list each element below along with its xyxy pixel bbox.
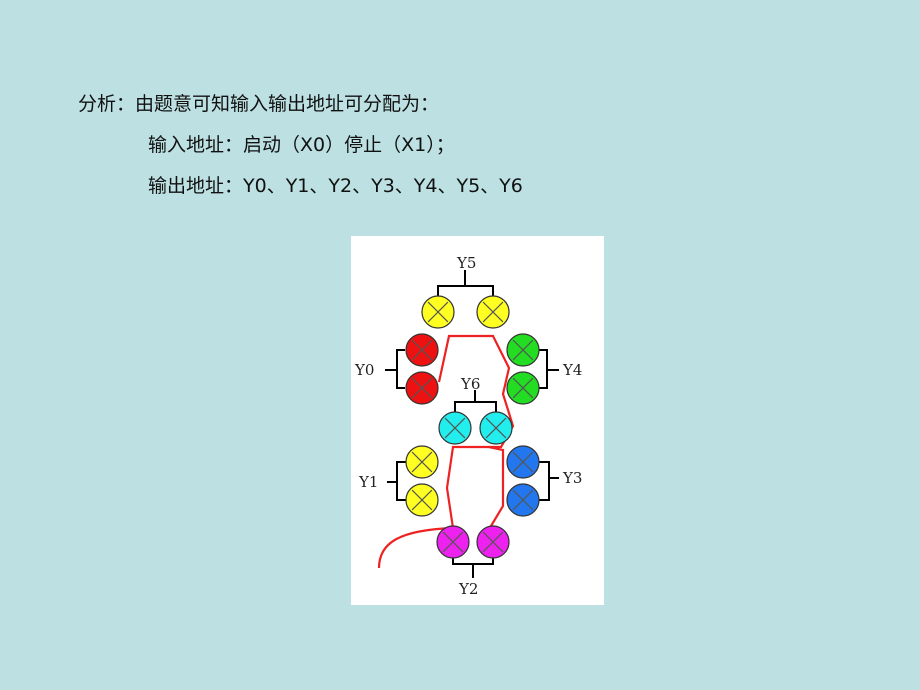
output-address-line: 输出地址：Y0、Y1、Y2、Y3、Y4、Y5、Y6 xyxy=(148,175,523,197)
y1-bracket xyxy=(387,461,407,501)
analysis-line: 分析：由题意可知输入输出地址可分配为： xyxy=(78,93,440,115)
wiring-brackets xyxy=(385,270,559,578)
lamp-cross-icon xyxy=(427,301,449,323)
y5-bracket xyxy=(437,270,494,296)
lamp-y4-2 xyxy=(506,371,540,405)
lamp-cross-icon xyxy=(512,451,534,473)
lamp-diagram-svg: Y5 Y0 Y4 Y6 Y1 Y3 Y2 xyxy=(354,254,582,598)
label-y2: Y2 xyxy=(458,580,478,598)
lamp-y6-2 xyxy=(479,411,513,445)
label-y1: Y1 xyxy=(358,473,378,491)
lamp-cross-icon xyxy=(512,339,534,361)
y3-bracket xyxy=(539,461,559,501)
red-track xyxy=(377,334,515,569)
lamp-y1-2 xyxy=(405,483,439,517)
lamp-y6-1 xyxy=(438,411,472,445)
lamp-cross-icon xyxy=(482,301,504,323)
label-y6: Y6 xyxy=(460,375,480,393)
lamp-diagram: Y5 Y0 Y4 Y6 Y1 Y3 Y2 xyxy=(351,236,604,605)
lamp-cross-icon xyxy=(482,531,504,553)
lamp-cross-icon xyxy=(444,417,466,439)
lamp-y2-2 xyxy=(476,525,510,559)
lamp-y3-2 xyxy=(506,483,540,517)
y2-bracket xyxy=(452,554,494,578)
track-segment-right xyxy=(488,445,505,527)
lamp-cross-icon xyxy=(512,489,534,511)
lamp-y0-2 xyxy=(405,371,439,405)
lamp-y5-1 xyxy=(421,295,455,329)
lamp-cross-icon xyxy=(411,451,433,473)
lamp-y5-2 xyxy=(476,295,510,329)
label-y3: Y3 xyxy=(562,469,582,487)
label-y5: Y5 xyxy=(456,254,476,272)
lamp-cross-icon xyxy=(411,339,433,361)
lamp-cross-icon xyxy=(411,489,433,511)
track-segment-top xyxy=(377,334,515,569)
lamp-y2-1 xyxy=(436,525,470,559)
lamp-cross-icon xyxy=(411,377,433,399)
y4-bracket xyxy=(539,349,559,389)
lamp-y0-1 xyxy=(405,333,439,367)
input-address-line: 输入地址：启动（X0）停止（X1）； xyxy=(148,134,455,156)
lamp-y4-1 xyxy=(506,333,540,367)
lamps xyxy=(405,295,540,559)
lamp-cross-icon xyxy=(442,531,464,553)
label-y0: Y0 xyxy=(354,361,374,379)
y6-bracket xyxy=(454,390,497,412)
lamp-cross-icon xyxy=(512,377,534,399)
lamp-cross-icon xyxy=(485,417,507,439)
lamp-y3-1 xyxy=(506,445,540,479)
lamp-y1-1 xyxy=(405,445,439,479)
label-y4: Y4 xyxy=(562,361,582,379)
y0-bracket xyxy=(385,349,405,389)
